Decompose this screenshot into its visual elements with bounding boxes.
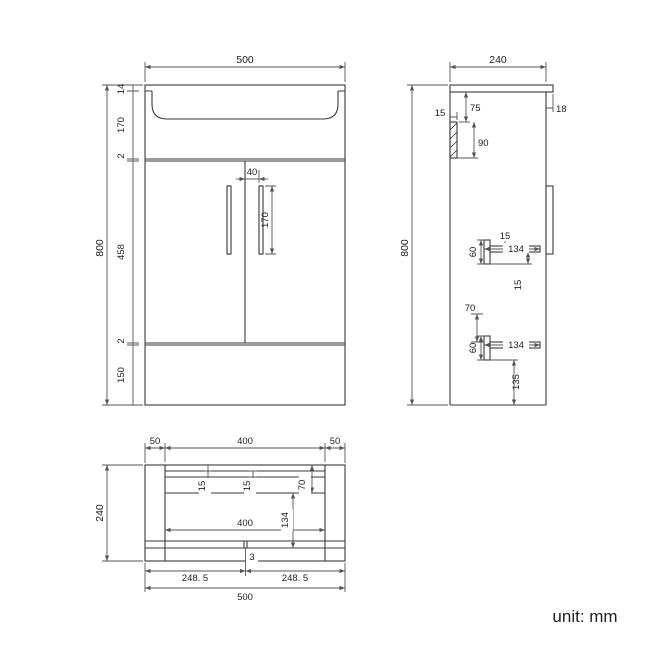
unit-label: unit: mm xyxy=(552,607,617,626)
front-cabinet-outline xyxy=(144,84,346,406)
side-countertop xyxy=(449,84,554,93)
top-dim-back-zone: 70 xyxy=(297,480,308,491)
top-front-panel-lines xyxy=(145,540,345,549)
front-dim-upper: 170 xyxy=(116,117,127,133)
front-dim-plinth: 150 xyxy=(116,367,127,383)
side-dim-spacing: 70 xyxy=(465,303,476,314)
top-dim-back-panel: 15 xyxy=(197,481,208,492)
side-view-dims xyxy=(407,62,554,406)
top-dim-inner-width: 400 xyxy=(237,436,253,447)
front-dim-gap-bottom: 2 xyxy=(116,338,127,343)
side-dim-slide-length-low: 134 xyxy=(508,340,524,351)
side-dim-bottom-offset: 135 xyxy=(511,374,522,390)
side-dim-rail-thickness: 15 xyxy=(435,108,446,119)
front-dim-counter: 14 xyxy=(116,84,127,95)
front-dim-gap-top: 2 xyxy=(116,153,127,158)
top-dim-inner-width-2: 400 xyxy=(237,518,253,529)
side-dim-depth: 240 xyxy=(489,54,507,66)
side-dim-overhang: 18 xyxy=(556,104,567,115)
side-view xyxy=(449,84,554,406)
front-view xyxy=(144,84,346,406)
top-dim-side-left: 50 xyxy=(150,436,161,447)
front-basin-cutout xyxy=(151,91,339,120)
side-dim-height: 800 xyxy=(399,239,411,257)
front-dim-width: 500 xyxy=(236,54,254,66)
top-outline xyxy=(144,464,346,562)
side-mid-bracket xyxy=(483,239,491,265)
front-dim-handle-length: 170 xyxy=(260,212,271,228)
side-dim-rail-height: 90 xyxy=(478,138,489,149)
top-door-gap xyxy=(243,541,248,548)
top-dim-inner-depth: 134 xyxy=(280,512,291,528)
side-carcass xyxy=(449,92,547,406)
front-dim-handle-offset: 40 xyxy=(247,167,258,178)
front-view-dims xyxy=(102,62,346,406)
top-dim-door-gap: 3 xyxy=(249,552,254,563)
top-view-dims xyxy=(102,443,346,592)
top-dim-door-left: 248. 5 xyxy=(182,573,208,584)
front-dim-door-height: 458 xyxy=(116,244,127,260)
front-right-handle xyxy=(258,185,264,255)
side-dim-bracket-low: 60 xyxy=(468,343,479,354)
side-low-bracket xyxy=(483,335,491,361)
side-dim-bracket-mid: 60 xyxy=(468,247,479,258)
front-dim-height: 800 xyxy=(94,239,106,257)
side-dim-rail-drop: 75 xyxy=(470,103,481,114)
top-dim-rail-thickness: 15 xyxy=(242,481,253,492)
top-dim-side-right: 50 xyxy=(330,436,341,447)
side-dim-front-gap: 15 xyxy=(513,280,524,291)
top-dim-door-right: 248. 5 xyxy=(282,573,308,584)
side-dim-slide-thickness: 15 xyxy=(500,231,511,242)
side-wall-rail-hatch xyxy=(449,122,458,158)
side-dim-slide-length-mid: 134 xyxy=(508,244,524,255)
top-side-panels xyxy=(164,465,326,561)
front-left-handle xyxy=(226,185,232,255)
top-dim-total-width: 500 xyxy=(237,592,253,603)
dimension-labels: 500 800 14 170 2 458 2 150 40 170 240 80… xyxy=(94,54,567,603)
top-view xyxy=(144,464,346,562)
top-dim-depth: 240 xyxy=(94,504,106,522)
side-handle-profile xyxy=(545,185,554,255)
label-backgrounds xyxy=(199,243,529,562)
side-wall-rail xyxy=(449,121,458,159)
